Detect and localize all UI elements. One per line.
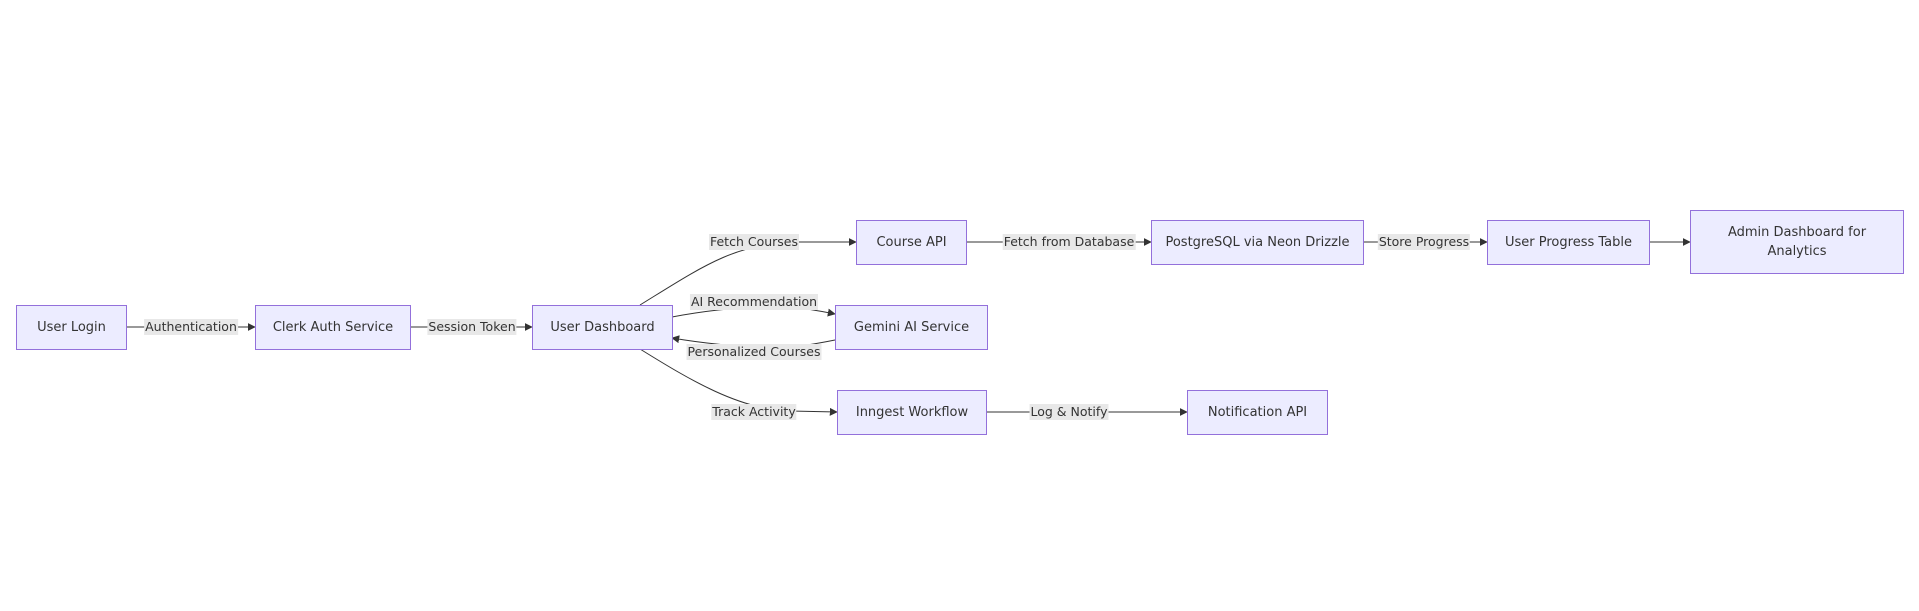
edge-label-track-activity: Track Activity — [711, 404, 797, 420]
edge-label-fetch-courses: Fetch Courses — [708, 234, 800, 250]
node-user-dashboard: User Dashboard — [532, 305, 673, 350]
edge-label-ai-recommendation: AI Recommendation — [689, 294, 819, 310]
node-clerk-auth-service: Clerk Auth Service — [255, 305, 411, 350]
node-admin-dashboard: Admin Dashboard for Analytics — [1690, 210, 1904, 274]
edge-label-authentication: Authentication — [144, 319, 238, 335]
edge-label-log-notify: Log & Notify — [1029, 404, 1109, 420]
edge-label-fetch-from-database: Fetch from Database — [1002, 234, 1136, 250]
node-inngest-workflow: Inngest Workflow — [837, 390, 987, 435]
node-gemini-ai-service: Gemini AI Service — [835, 305, 988, 350]
node-user-progress-table: User Progress Table — [1487, 220, 1650, 265]
edge-label-store-progress: Store Progress — [1377, 234, 1471, 250]
edge-label-personalized-courses: Personalized Courses — [686, 344, 822, 360]
node-user-login: User Login — [16, 305, 127, 350]
node-notification-api: Notification API — [1187, 390, 1328, 435]
node-course-api: Course API — [856, 220, 967, 265]
edge-label-session-token: Session Token — [427, 319, 517, 335]
node-postgresql: PostgreSQL via Neon Drizzle — [1151, 220, 1364, 265]
